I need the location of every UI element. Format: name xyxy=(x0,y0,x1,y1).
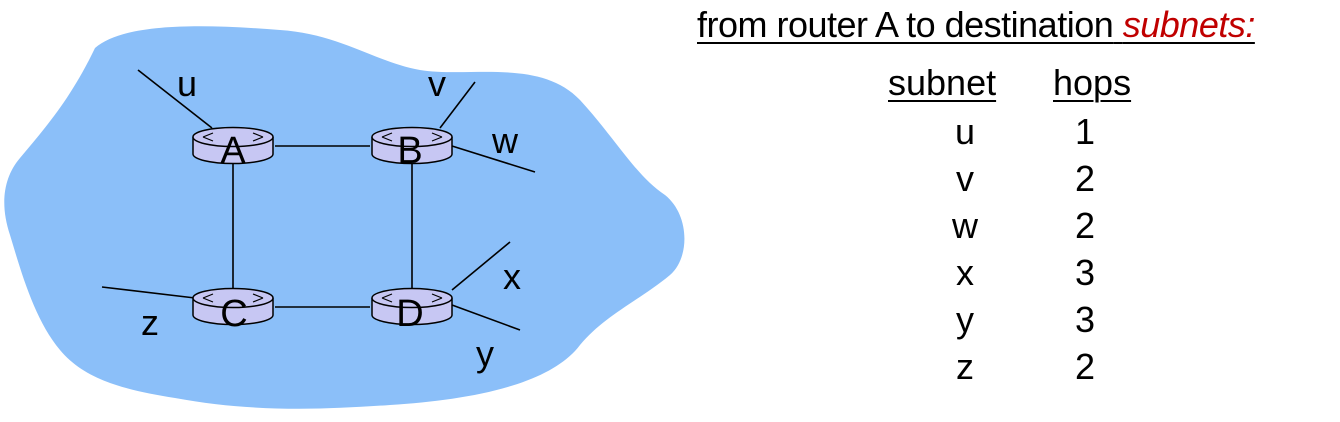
row-hops: 3 xyxy=(1074,299,1096,340)
network-cloud xyxy=(4,26,685,409)
router-d: D xyxy=(371,287,453,335)
router-d-icon xyxy=(381,293,443,303)
subnet-link-w xyxy=(451,145,536,173)
router-links xyxy=(232,145,413,308)
subnet-link-u xyxy=(137,69,213,129)
router-b: B xyxy=(371,126,453,172)
routing-heading: from router A to destination subnets: xyxy=(697,4,1255,46)
network-diagram: A B C D u v w x y z xyxy=(4,26,685,409)
subnet-label-z: z xyxy=(141,302,159,343)
row-subnet: z xyxy=(956,346,974,387)
router-d-label: D xyxy=(396,293,423,335)
router-c-label: C xyxy=(220,293,247,335)
row-subnet: y xyxy=(956,299,974,340)
router-a: A xyxy=(192,126,274,172)
router-b-label: B xyxy=(397,130,422,172)
row-subnet: w xyxy=(952,205,978,246)
subnet-link-v xyxy=(439,81,476,129)
subnet-label-x: x xyxy=(503,256,521,297)
subnet-link-x xyxy=(451,241,511,291)
subnet-link-z xyxy=(101,286,196,299)
subnet-links xyxy=(101,69,536,331)
heading-prefix: from router A to destination xyxy=(697,4,1114,45)
row-hops: 2 xyxy=(1074,205,1096,246)
router-a-icon xyxy=(202,132,264,142)
subnet-label-w: w xyxy=(491,120,519,161)
router-a-label: A xyxy=(220,130,246,172)
router-c: C xyxy=(192,287,274,335)
heading-emphasis: subnets: xyxy=(1122,4,1256,45)
row-hops: 2 xyxy=(1074,158,1096,199)
row-hops: 3 xyxy=(1074,252,1096,293)
router-c-icon xyxy=(202,293,264,303)
row-hops: 2 xyxy=(1074,346,1096,387)
column-header-subnet: subnet xyxy=(888,62,997,103)
subnet-label-v: v xyxy=(428,63,446,104)
column-header-hops: hops xyxy=(1053,62,1132,103)
row-subnet: v xyxy=(956,158,974,199)
row-subnet: u xyxy=(954,111,976,152)
row-subnet: x xyxy=(956,252,974,293)
router-b-icon xyxy=(381,132,443,142)
row-hops: 1 xyxy=(1074,111,1096,152)
subnet-label-y: y xyxy=(476,333,494,374)
subnet-label-u: u xyxy=(177,63,197,104)
subnet-link-y xyxy=(451,304,521,331)
